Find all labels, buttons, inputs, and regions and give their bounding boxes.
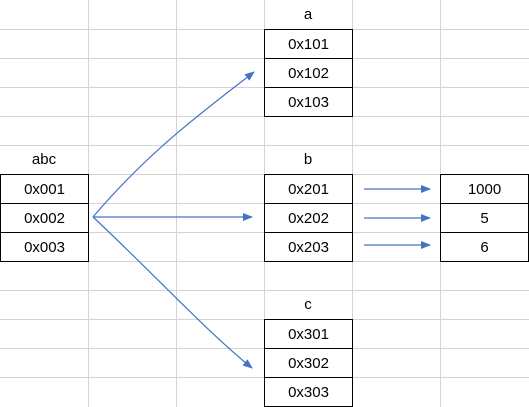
array-a-cell: 0x102 xyxy=(265,58,352,87)
array-b-cell: 0x202 xyxy=(265,203,352,232)
array-a-title: a xyxy=(303,6,313,23)
array-c-title: c xyxy=(304,296,312,313)
array-c-cell: 0x303 xyxy=(265,377,352,406)
array-abc-cell: 0x001 xyxy=(24,181,65,198)
value-cell: 1000 xyxy=(467,181,502,198)
array-b-title: b xyxy=(303,151,313,168)
value-cell: 5 xyxy=(441,203,528,232)
array-c-cell: 0x301 xyxy=(288,326,329,343)
array-abc-title: abc xyxy=(31,151,57,168)
array-b-cell: 0x203 xyxy=(265,232,352,261)
array-abc-cell: 0x003 xyxy=(1,232,88,261)
array-b-cell: 0x201 xyxy=(288,181,329,198)
array-abc-box: 0x001 0x002 0x003 xyxy=(0,174,89,262)
array-c-cell: 0x302 xyxy=(265,348,352,377)
array-a-box: 0x101 0x102 0x103 xyxy=(264,29,353,117)
array-b-box: 0x201 0x202 0x203 xyxy=(264,174,353,262)
value-cell: 6 xyxy=(441,232,528,261)
array-a-cell: 0x101 xyxy=(288,36,329,53)
array-abc-cell: 0x002 xyxy=(1,203,88,232)
array-c-box: 0x301 0x302 0x303 xyxy=(264,319,353,407)
array-a-cell: 0x103 xyxy=(265,87,352,116)
values-box: 1000 5 6 xyxy=(440,174,529,262)
